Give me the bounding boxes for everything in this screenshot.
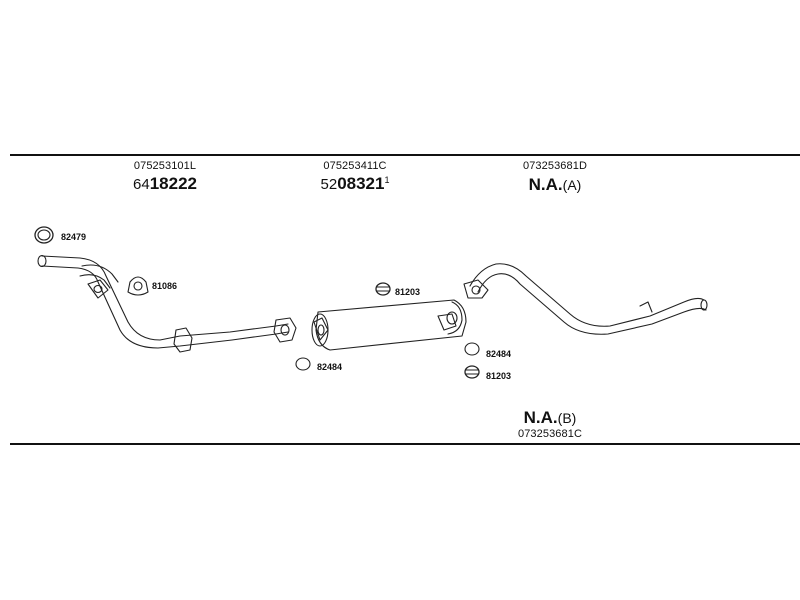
oe-number-muffler: 075253411C — [323, 160, 387, 172]
clamp-81203-top-drawing — [375, 282, 391, 296]
na-text: N.A. — [528, 175, 563, 194]
oe-number-tail-pipe: 073253681D — [522, 160, 587, 172]
part-number-prefix: 64 — [133, 176, 150, 193]
ring-82479-drawing — [34, 226, 54, 244]
tail-pipe-drawing — [463, 263, 708, 335]
part-label-gasket-81086: 81086 — [152, 281, 178, 291]
part-number-main: 18222 — [149, 174, 197, 193]
front-pipe-drawing — [37, 254, 297, 353]
gasket-81086-drawing — [127, 276, 149, 296]
part-number-front-pipe: 6418222 — [105, 174, 225, 194]
part-number-muffler: 52083211 — [295, 174, 415, 194]
hanger-82484-right-drawing — [464, 342, 480, 356]
hanger-82484-left-drawing — [295, 357, 311, 371]
part-label-ring-82479: 82479 — [61, 232, 87, 242]
part-number-main: 08321 — [337, 174, 385, 193]
oe-number-front-pipe: 075253101L — [133, 160, 197, 172]
part-number-prefix: 52 — [320, 176, 338, 193]
oe-number-bottom: 073253681C — [517, 428, 582, 440]
muffler-drawing — [311, 299, 467, 351]
part-label-hanger-82484-right: 82484 — [486, 349, 512, 359]
part-label-hanger-82484-left: 82484 — [317, 362, 343, 372]
bottom-rule — [10, 443, 800, 445]
clamp-81203-bottom-drawing — [464, 365, 480, 379]
na-label-b: N.A.(B) — [500, 408, 600, 428]
part-label-clamp-81203-top: 81203 — [395, 287, 421, 297]
part-label-clamp-81203-bottom: 81203 — [486, 371, 512, 381]
na-label-a: N.A.(A) — [505, 175, 605, 195]
part-number-superscript: 1 — [384, 175, 390, 185]
na-suffix: (B) — [557, 410, 577, 426]
top-rule — [10, 154, 800, 156]
na-suffix: (A) — [562, 177, 582, 193]
na-text: N.A. — [523, 408, 558, 427]
